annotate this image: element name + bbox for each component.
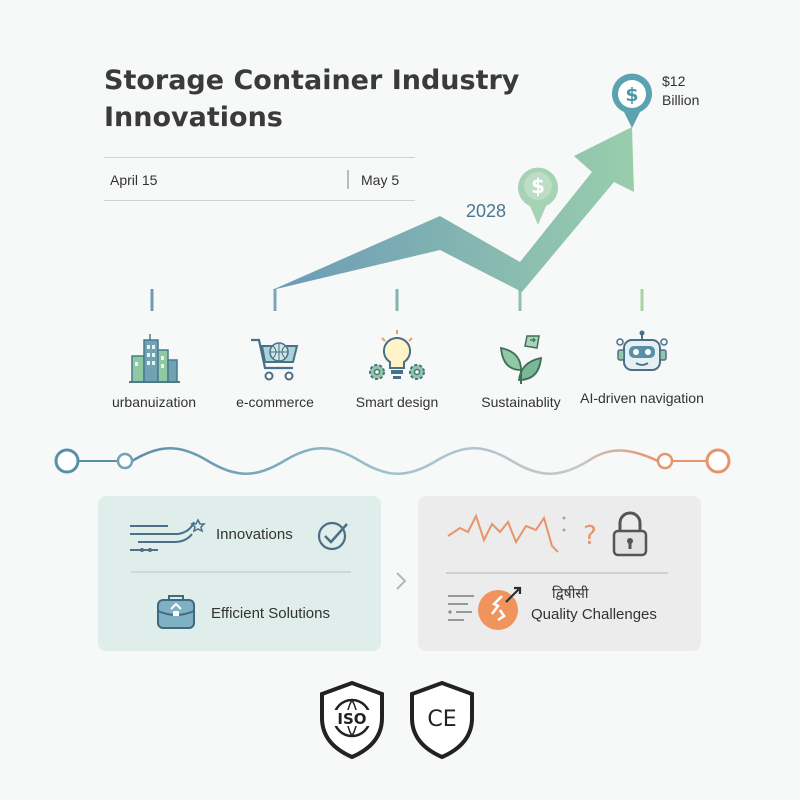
panel-divider — [131, 571, 351, 573]
wave-node — [656, 452, 674, 470]
chevron-right-icon — [396, 572, 407, 590]
innovations-label: Innovations — [216, 526, 293, 543]
growth-arrow — [272, 127, 634, 292]
date-range: April 15 May 5 — [104, 157, 415, 201]
market-value-unit: Billion — [662, 92, 700, 108]
driver-ecommerce: e-commerce — [205, 330, 345, 411]
date-start: April 15 — [110, 172, 158, 188]
iso-shield-icon: ISO — [320, 680, 384, 760]
date-separator — [347, 170, 349, 189]
leaf-recycle-icon — [499, 335, 543, 384]
dollar-pin-icon: $ — [612, 73, 652, 128]
speed-lines-icon — [130, 518, 206, 552]
driver-connector — [150, 288, 644, 311]
padlock-icon — [612, 511, 648, 557]
driver-label: urbanuization — [111, 394, 197, 410]
driver-label: e-commerce — [236, 394, 314, 410]
driver-sustainability: Sustainablity — [451, 330, 591, 411]
driver-label: Smart design — [355, 394, 439, 410]
broken-link-icon — [478, 586, 522, 630]
dollar-pin-icon: $ — [518, 167, 558, 225]
date-end: May 5 — [361, 172, 400, 188]
positive-panel: Innovations Efficient Solutions — [98, 496, 381, 651]
volatile-chart-icon — [447, 513, 566, 553]
city-buildings-icon — [129, 334, 180, 383]
badge-label: ISO — [337, 710, 366, 728]
driver-label: Sustainablity — [481, 394, 561, 410]
lightbulb-gears-icon — [369, 330, 425, 380]
page-title: Storage Container Industry Innovations — [104, 65, 520, 133]
robot-icon — [616, 330, 668, 371]
svg-text:$: $ — [531, 174, 545, 198]
hindi-text: द्विषीसी — [552, 585, 589, 601]
market-value: $12 — [662, 73, 686, 89]
driver-urbanization: urbanuization — [84, 330, 224, 411]
svg-text:$: $ — [625, 84, 638, 106]
wave-node — [116, 452, 134, 470]
question-mark-icon: ? — [583, 521, 597, 550]
wave-end-node — [705, 448, 731, 474]
driver-ai-navigation: AI-driven navigation — [572, 330, 712, 407]
forecast-year: 2028 — [466, 201, 507, 221]
driver-label: AI-driven navigation — [580, 390, 704, 406]
list-lines-icon — [448, 595, 474, 621]
briefcase-icon — [157, 595, 195, 629]
efficient-solutions-label: Efficient Solutions — [211, 605, 330, 622]
svg-text:?: ? — [583, 521, 597, 550]
wave-timeline — [54, 447, 731, 475]
driver-smart-design: Smart design — [327, 330, 467, 411]
badge-label: CE — [427, 707, 456, 732]
check-circle-icon — [317, 521, 348, 551]
quality-challenges-label: Quality Challenges — [531, 606, 657, 623]
ce-shield-icon: CE — [410, 680, 474, 760]
shopping-cart-icon — [251, 338, 299, 381]
wave-start-node — [54, 448, 80, 474]
panel-divider — [446, 572, 668, 574]
growth-arrow-graphic: $ $ — [150, 73, 652, 311]
challenges-panel: ? — [418, 496, 701, 651]
